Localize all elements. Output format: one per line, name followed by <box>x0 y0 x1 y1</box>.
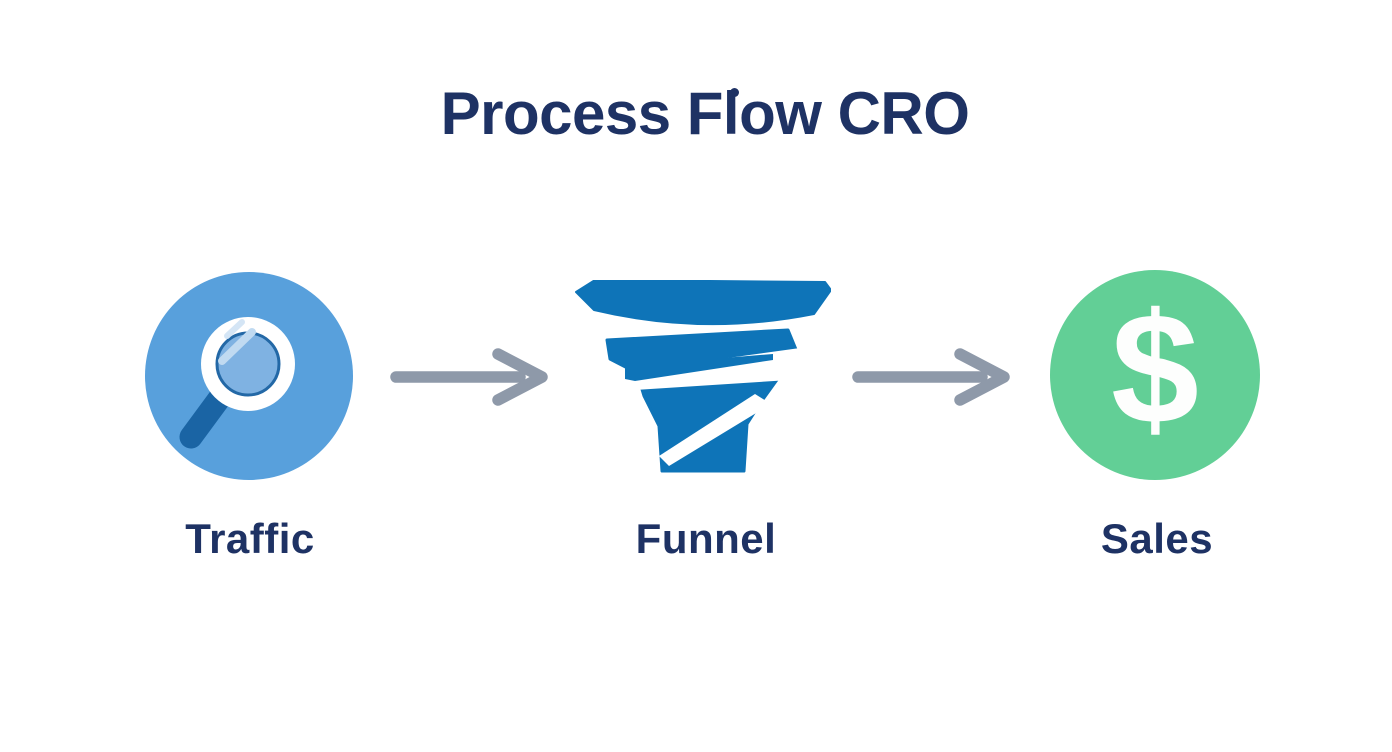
flow-arrow-icon <box>852 348 1010 406</box>
stray-ink-dot <box>729 88 739 97</box>
title-row: Process Flow CRO <box>0 84 1392 144</box>
dollar-glyph: $ <box>1111 281 1199 457</box>
page-title-text: Process Flow CRO <box>440 80 970 147</box>
dollar-sign-icon: $ <box>1050 270 1260 480</box>
flow-arrow-icon <box>390 348 548 406</box>
page-title: Process Flow CRO <box>441 84 970 144</box>
step-label-funnel: Funnel <box>635 515 777 562</box>
step-label-sales: Sales <box>1100 515 1214 562</box>
funnel-swirl-icon <box>575 280 831 473</box>
step-label-traffic: Traffic <box>185 515 315 562</box>
magnifying-glass-icon <box>145 272 353 480</box>
